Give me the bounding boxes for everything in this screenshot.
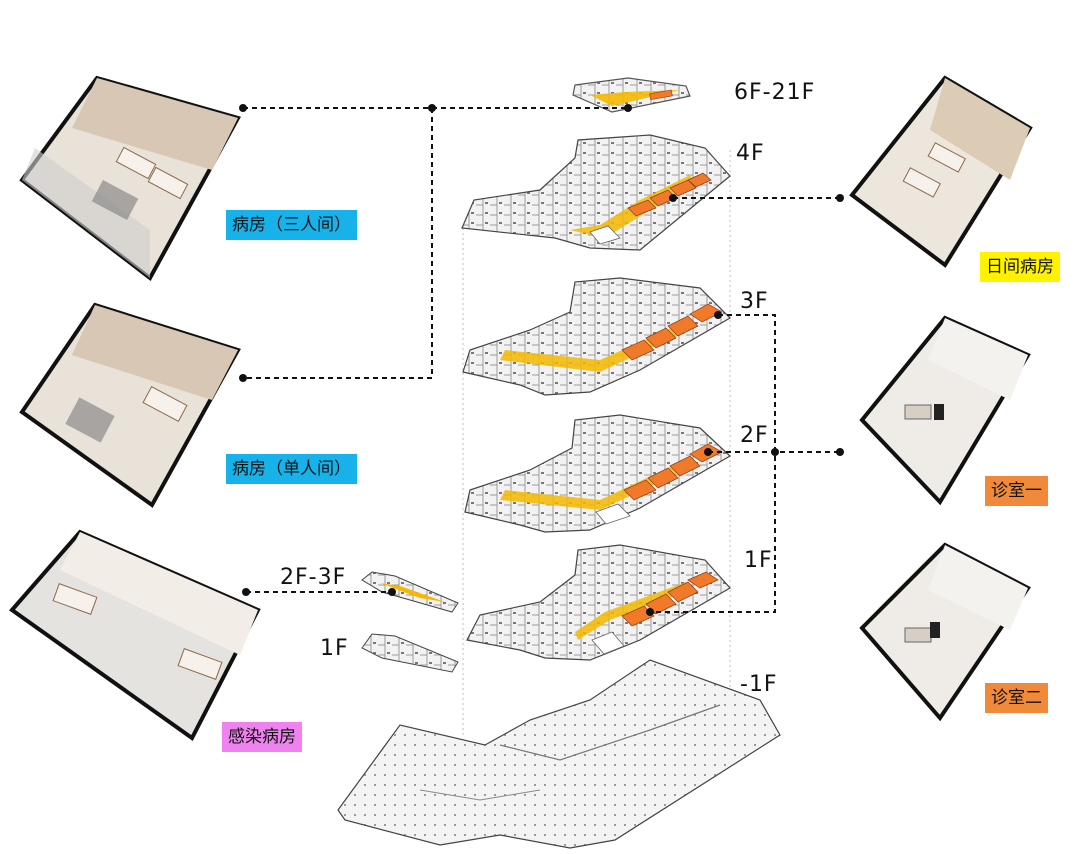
floor-label-side-1f: 1F (320, 636, 349, 661)
side-plan-1f (361, 633, 459, 673)
room-model-day-ward (849, 75, 1033, 268)
label-ward-single: 病房（单人间） (226, 454, 357, 484)
floor-label-side-2f-3f: 2F-3F (280, 565, 347, 590)
room-model-triple-ward (19, 75, 241, 282)
label-clinic-2: 诊室二 (985, 683, 1048, 713)
room-model-single-ward (19, 302, 241, 508)
label-day-ward: 日间病房 (980, 252, 1060, 282)
label-clinic-1: 诊室一 (985, 476, 1048, 506)
label-ward-triple: 病房（三人间） (226, 210, 357, 240)
floor-label-2f: 2F (740, 423, 769, 448)
floor-plan-3f (462, 277, 731, 396)
connector-lines (243, 107, 840, 613)
floor-label-b1: -1F (740, 672, 778, 697)
label-infection-ward: 感染病房 (222, 722, 302, 752)
floor-plan-b1 (337, 659, 781, 849)
floor-label-3f: 3F (740, 289, 769, 314)
floor-label-4f: 4F (736, 141, 765, 166)
room-model-clinic-2 (859, 542, 1031, 722)
floor-label-1f: 1F (744, 548, 773, 573)
room-model-infection-ward (9, 529, 261, 741)
floor-plan-2f (464, 414, 732, 533)
floor-label-6f-21f: 6F-21F (734, 80, 816, 105)
floor-plan-6f-21f (572, 77, 691, 113)
floor-plan-4f (461, 134, 731, 251)
room-model-clinic-1 (859, 315, 1031, 506)
connector-dots (239, 104, 844, 616)
floor-plan-1f (466, 544, 731, 661)
